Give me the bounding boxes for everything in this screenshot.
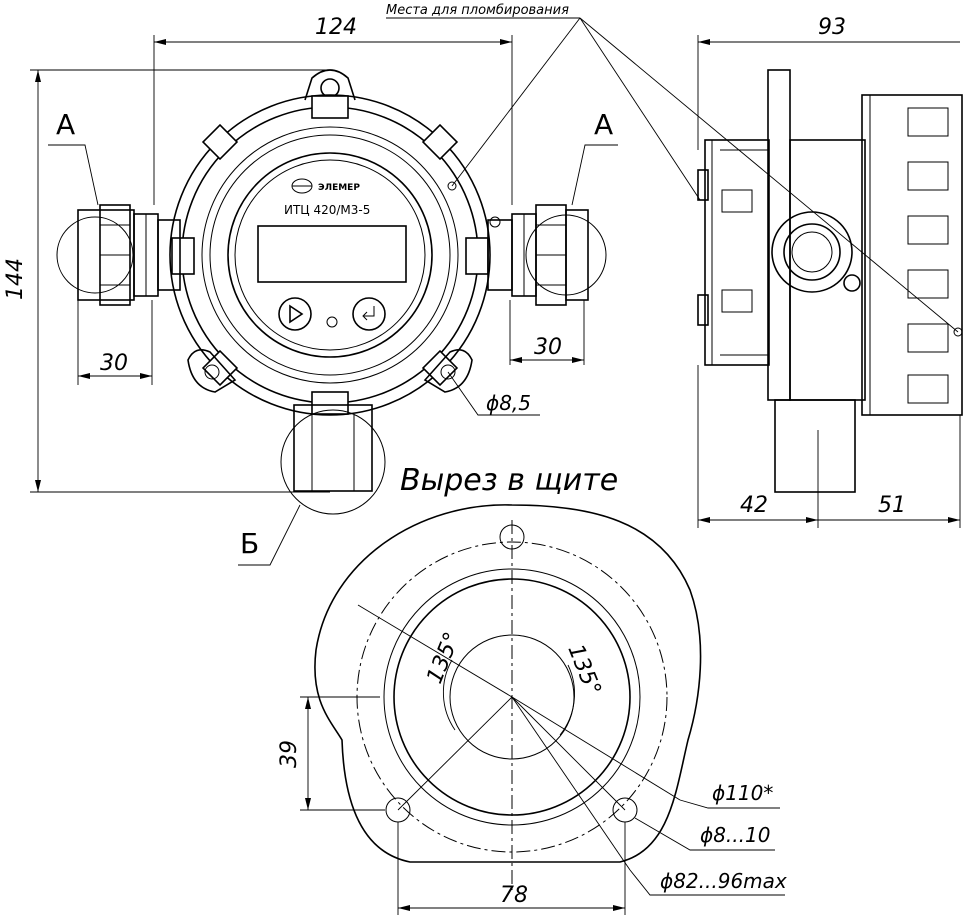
view-a-right: А <box>594 108 613 141</box>
left-gland <box>56 204 181 306</box>
dim-124: 124 <box>315 15 357 40</box>
view-b: Б <box>240 527 259 560</box>
dim-39: 39 <box>277 740 302 768</box>
view-a-left: А <box>56 108 75 141</box>
dim-dia-82-96: ϕ82...96max <box>660 869 787 893</box>
front-view: 124 144 ЭЛЕМ <box>3 15 618 566</box>
angle-135-right: 135° <box>562 641 605 700</box>
sealing-places-label: Места для пломбирования <box>386 3 569 18</box>
sealing-callout: Места для пломбирования <box>386 3 959 333</box>
dim-mount-hole: ϕ8,5 <box>486 391 531 415</box>
logo-text: ЭЛЕМЕР <box>318 183 360 193</box>
right-gland <box>487 204 607 306</box>
dim-144: 144 <box>3 258 28 300</box>
panel-cutout-title: Вырез в щите <box>400 463 618 498</box>
dim-30-right: 30 <box>534 335 562 360</box>
device-model: ИТЦ 420/М3-5 <box>284 203 370 217</box>
dim-30-left: 30 <box>100 351 128 376</box>
dim-93: 93 <box>818 15 846 40</box>
dim-51: 51 <box>878 493 906 518</box>
dim-dia-8-10: ϕ8...10 <box>700 823 770 847</box>
panel-cutout-view: Вырез в щите 135° 135° 39 <box>277 463 787 915</box>
dim-78: 78 <box>500 883 528 908</box>
dim-dia-110: ϕ110* <box>712 781 773 805</box>
dim-42: 42 <box>740 493 768 518</box>
angle-135-left: 135° <box>422 629 465 688</box>
side-view: 93 42 51 <box>697 15 963 528</box>
